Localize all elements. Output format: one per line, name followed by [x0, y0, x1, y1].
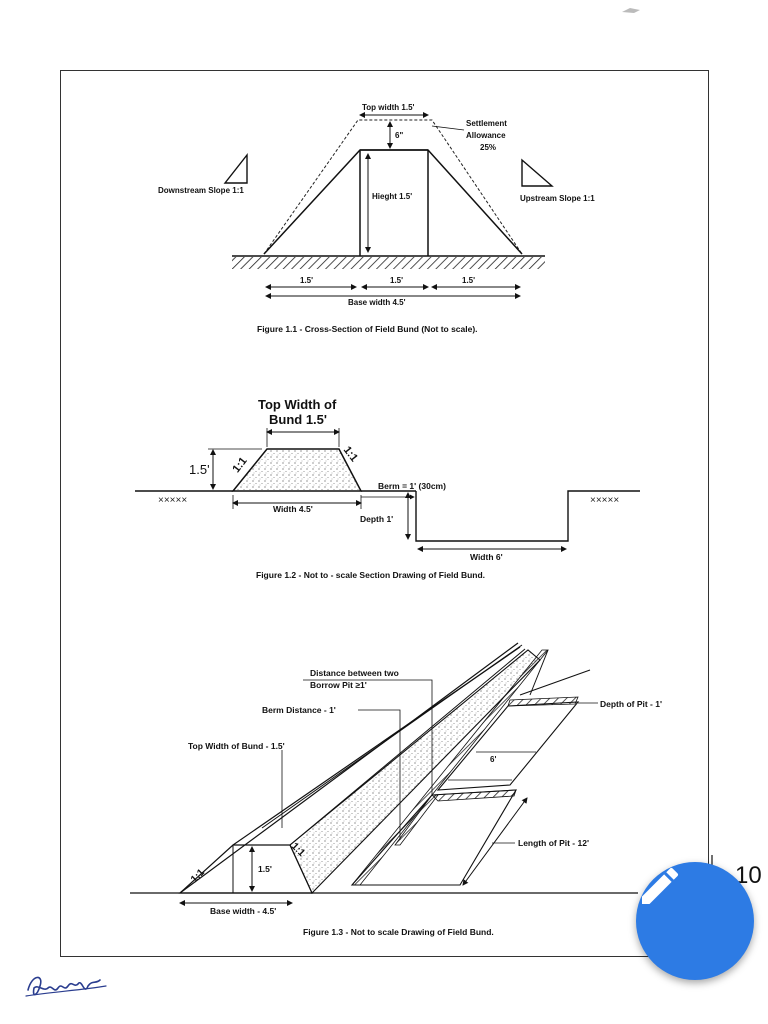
pit-width-label: Width 6' [470, 552, 503, 562]
top-width-label: Top width 1.5' [362, 103, 415, 112]
six-inch-label: 6" [395, 131, 403, 140]
top-width-label: Top Width of Bund - 1.5' [188, 741, 285, 751]
berm-distance-label: Berm Distance - 1' [262, 705, 336, 715]
figure-1-2: ××××× ××××× Top Width of Bund 1.5' 1.5' … [135, 397, 640, 580]
figure-1-3: Distance between two Borrow Pit ≥1' Berm… [130, 642, 662, 937]
figure-1-2-caption: Figure 1.2 - Not to - scale Section Draw… [256, 570, 485, 580]
settlement-label-2: Allowance [466, 131, 506, 140]
segment-3-label: 1.5' [462, 276, 475, 285]
six-foot-label: 6' [490, 755, 496, 764]
handwritten-signature [25, 976, 107, 997]
figure-1-1-caption: Figure 1.1 - Cross-Section of Field Bund… [257, 324, 478, 334]
depth-label: Depth 1' [360, 514, 393, 524]
width-label: Width 4.5' [273, 504, 313, 514]
downstream-slope-label: Downstream Slope 1:1 [158, 186, 244, 195]
slope-left-label: 1:1 [230, 455, 249, 475]
segment-2-label: 1.5' [390, 276, 403, 285]
pencil-icon [642, 867, 679, 904]
segment-1-label: 1.5' [300, 276, 313, 285]
svg-text:×××××: ××××× [590, 495, 619, 506]
distance-label-2: Borrow Pit ≥1' [310, 680, 367, 690]
top-width-label-1: Top Width of [258, 397, 337, 412]
settlement-label-1: Settlement [466, 119, 507, 128]
scan-speck [622, 8, 640, 13]
top-width-label-2: Bund 1.5' [269, 412, 327, 427]
length-of-pit-label: Length of Pit - 12' [518, 838, 589, 848]
height-label: 1.5' [258, 864, 272, 874]
figure-1-3-caption: Figure 1.3 - Not to scale Drawing of Fie… [303, 927, 494, 937]
document-page [60, 70, 709, 957]
svg-text:×××××: ××××× [158, 495, 187, 506]
edit-button[interactable] [636, 862, 754, 980]
figure-1-1: Top width 1.5' 6" Settlement Allowance 2… [158, 103, 595, 334]
berm-label: Berm = 1' (30cm) [378, 481, 446, 491]
settlement-label-3: 25% [480, 143, 496, 152]
base-width-label: Base width 4.5' [348, 298, 406, 307]
height-label: Hieght 1.5' [372, 192, 412, 201]
distance-label-1: Distance between two [310, 668, 399, 678]
upstream-slope-label: Upstream Slope 1:1 [520, 194, 595, 203]
depth-of-pit-label: Depth of Pit - 1' [600, 699, 662, 709]
height-label: 1.5' [189, 462, 210, 477]
base-width-label: Base width - 4.5' [210, 906, 276, 916]
